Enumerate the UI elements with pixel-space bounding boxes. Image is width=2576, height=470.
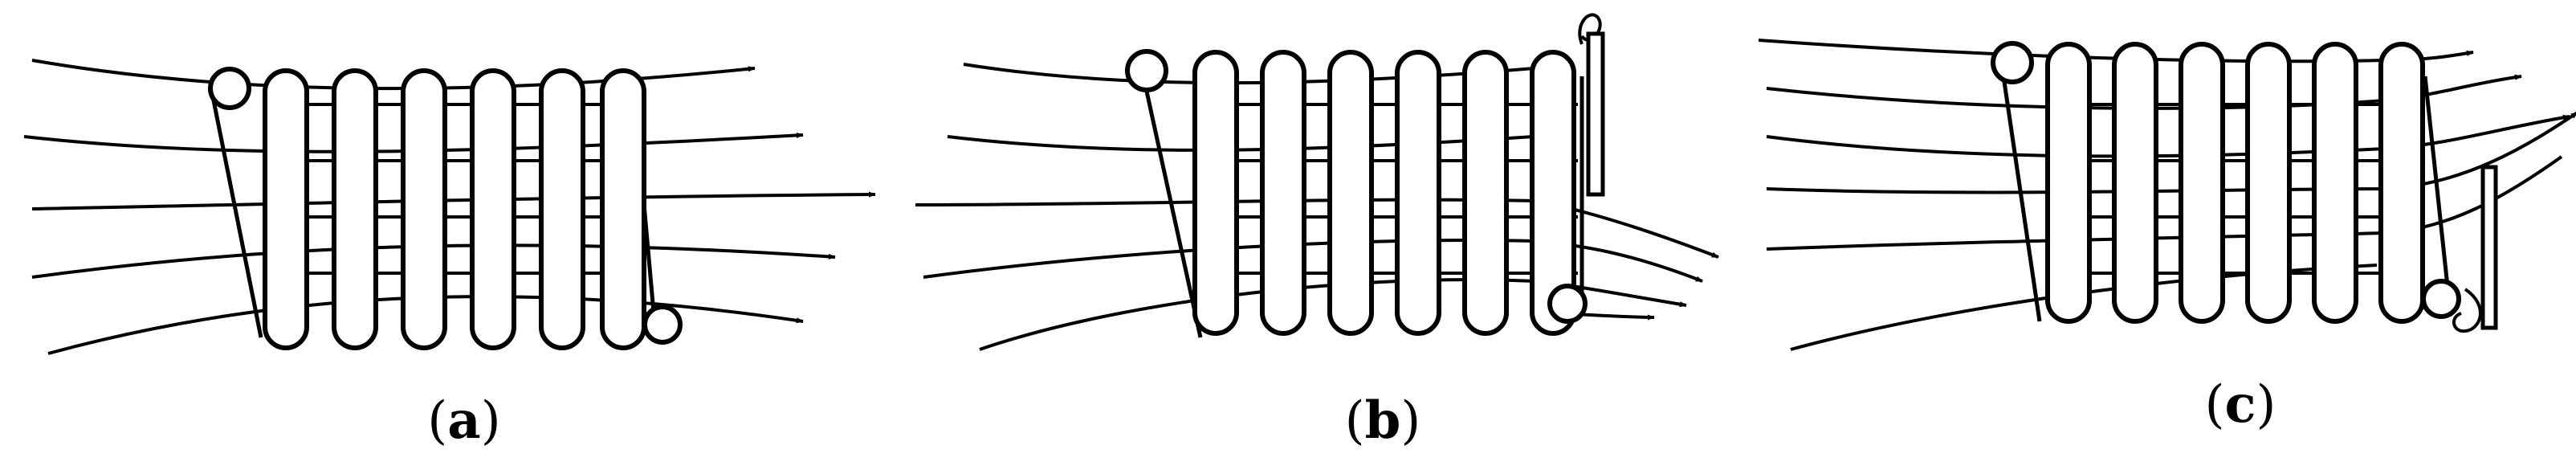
field-line bbox=[31, 243, 836, 279]
coil-end-bottom bbox=[1547, 284, 1588, 324]
field-line bbox=[1766, 111, 2576, 194]
coil-turns bbox=[263, 68, 646, 350]
coil-turns bbox=[1192, 50, 1576, 336]
field-line bbox=[1766, 114, 2570, 158]
panel-b: (b) bbox=[915, 13, 1719, 451]
coil-end-top bbox=[1125, 49, 1168, 92]
deflector-plate-bottom bbox=[2480, 165, 2498, 330]
coil-lead-right bbox=[2423, 76, 2452, 302]
field-line bbox=[947, 135, 1535, 152]
coil-lead-left bbox=[1142, 80, 1203, 338]
coil-end-top bbox=[1991, 41, 2034, 84]
solenoid-coil bbox=[1991, 41, 2461, 324]
coil-back-wires bbox=[2048, 103, 2425, 275]
coil-lead-left bbox=[210, 96, 263, 338]
panel-label: (b) bbox=[1345, 390, 1421, 451]
solenoid-coil bbox=[1125, 49, 1588, 338]
field-line bbox=[31, 59, 756, 91]
coil-end-top bbox=[208, 67, 251, 110]
panel-a: (a) bbox=[23, 59, 876, 451]
coil-end-bottom bbox=[642, 304, 683, 345]
field-line bbox=[1790, 264, 2378, 351]
panel-c: (c) bbox=[1758, 39, 2576, 435]
coil-turns bbox=[2045, 42, 2425, 324]
field-line-curl bbox=[2452, 288, 2482, 333]
solenoid-coil bbox=[208, 67, 683, 350]
coil-lead-left bbox=[2001, 76, 2042, 322]
panel-label: (c) bbox=[2205, 374, 2276, 435]
coil-back-wires bbox=[265, 103, 642, 275]
field-line bbox=[31, 191, 876, 210]
coil-end-bottom bbox=[2421, 279, 2461, 319]
field-line bbox=[963, 63, 1535, 85]
field-line bbox=[923, 239, 1703, 283]
deflector-plate-top bbox=[1586, 31, 1605, 197]
panel-label: (a) bbox=[427, 390, 500, 451]
field-line bbox=[1758, 39, 2474, 63]
